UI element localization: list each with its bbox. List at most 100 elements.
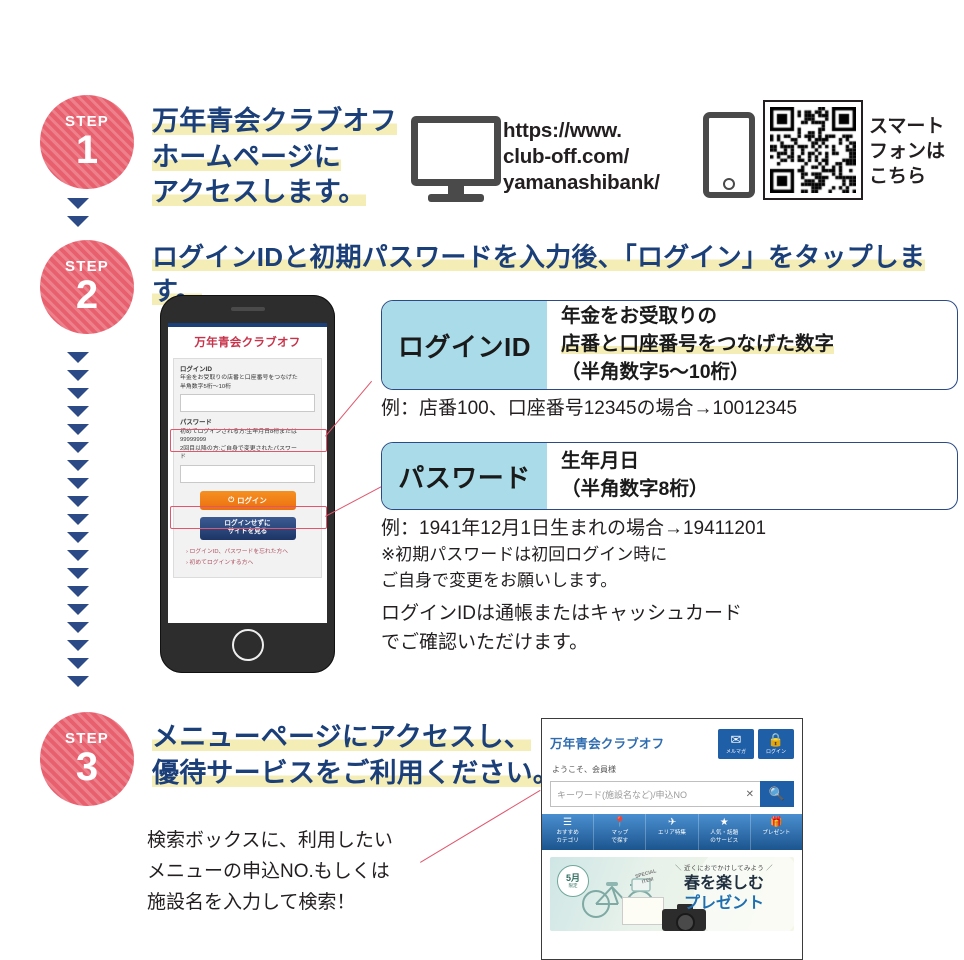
step-3-description: 検索ボックスに、利用したい メニューの申込NO.もしくは 施設名を入力して検索！ — [147, 826, 393, 918]
mockup-browse-label-2: サイトを見る — [227, 528, 268, 536]
power-icon: ⏻ — [228, 495, 235, 505]
connector-triangle — [67, 388, 89, 399]
mockup-password-input[interactable] — [180, 464, 315, 483]
mail-icon: ✉ — [730, 732, 742, 747]
loginid-lookup-note-line-2: でご確認いただけます。 — [381, 631, 589, 653]
connector-step1-step2 — [67, 198, 89, 234]
connector-triangle — [67, 604, 89, 615]
step-1-badge-word: STEP — [65, 113, 109, 130]
star-icon: ★ — [719, 817, 729, 828]
mockup-loginid-input[interactable] — [180, 394, 315, 413]
connector-triangle — [67, 478, 89, 489]
step-1-badge: STEP 1 — [40, 95, 134, 189]
banner-month-badge: 5月 限定 — [557, 865, 589, 898]
loginid-lookup-note-line-1: ログインIDは通帳またはキャッシュカード — [381, 603, 743, 624]
callout-loginid-example: 例：店番100、口座番号12345の場合→10012345 — [381, 398, 798, 419]
mockup-site-title: 万年青会クラブオフ — [194, 337, 301, 349]
connector-triangle — [67, 514, 89, 525]
envelope-illustration — [622, 897, 664, 926]
connector-triangle — [67, 586, 89, 597]
app-promo-banner[interactable]: 5月 限定 SPECIAL ITEM ＼ 近くにおでかけしてみよう ／ 春を楽し… — [550, 857, 794, 932]
callout-password-line-1: 生年月日 — [561, 450, 640, 473]
step-2-badge-number: 2 — [75, 273, 99, 317]
qr-code-canvas — [770, 107, 856, 193]
step-1-heading: 万年青会クラブオフ ホームページに アクセスします。 — [152, 104, 397, 211]
step-3-heading-line-1: メニューページにアクセスし、 — [152, 722, 531, 752]
mockup-firsttime-link-label: 初めてログインする方へ — [189, 559, 254, 566]
app-nav-item-popular[interactable]: ★ 人気・話題 のサービス — [699, 814, 751, 851]
connector-triangle — [67, 216, 89, 227]
app-nav-area-label-1: エリア特集 — [658, 830, 686, 836]
monitor-neck — [448, 186, 464, 194]
url-line-2: club-off.com/ — [503, 145, 630, 169]
list-icon: ☰ — [563, 817, 573, 828]
app-login-button-label: ログイン — [765, 749, 786, 755]
app-nav-item-area[interactable]: ✈ エリア特集 — [646, 814, 699, 851]
mockup-password-desc-1: 初めてログインされる方:生年月日8桁または — [180, 428, 297, 435]
app-brand: 万年青会クラブオフ — [550, 737, 665, 751]
step-1-badge-number: 1 — [75, 128, 99, 172]
mockup-login-button[interactable]: ⏻ ログイン — [199, 490, 296, 510]
app-search-button[interactable]: 🔍 — [760, 781, 794, 807]
smartphone-icon — [703, 112, 755, 198]
app-login-button[interactable]: 🔒 ログイン — [758, 729, 794, 759]
app-mail-button[interactable]: ✉ メルマガ — [718, 729, 754, 759]
mockup-loginid-desc-2: 半角数字5桁〜10桁 — [180, 383, 232, 390]
connector-triangle — [67, 442, 89, 453]
step-3-description-line-1: 検索ボックスに、利用したい — [147, 830, 393, 851]
app-nav-category-label-2: カテゴリ — [556, 837, 579, 844]
step-1-heading-line-3: アクセスします。 — [152, 177, 366, 208]
banner-sun-shape — [694, 857, 794, 932]
app-welcome-text: ようこそ、会員様 — [552, 765, 616, 774]
app-search-input[interactable]: キーワード(施設名など)/申込NO ✕ — [550, 781, 760, 807]
loginid-input-highlight — [170, 429, 327, 452]
mockup-help-links: › ログインID、パスワードを忘れた方へ › 初めてログインする方へ — [186, 547, 309, 569]
screen-top-bar — [168, 323, 327, 327]
step-3-badge-number: 3 — [75, 745, 99, 789]
connector-triangle — [67, 676, 89, 687]
app-nav-item-present[interactable]: 🎁 プレゼント — [751, 814, 802, 850]
url-line-3: yamanashibank/ — [503, 171, 660, 195]
banner-month: 5月 — [565, 872, 580, 883]
search-icon: 🔍 — [768, 786, 786, 801]
callout-loginid-body: 年金をお受取りの 店番と口座番号をつなげた数字 （半角数字5〜10桁） — [547, 301, 957, 389]
banner-subtitle-text: 近くにおでかけしてみよう — [683, 865, 765, 873]
callout-loginid-line-2: 店番と口座番号をつなげた数字 — [561, 333, 835, 356]
step-2-badge-word: STEP — [65, 258, 109, 275]
app-nav-item-category[interactable]: ☰ おすすめ カテゴリ — [542, 814, 595, 851]
connector-triangle — [67, 658, 89, 669]
app-nav: ☰ おすすめ カテゴリ 📍 マップ で探す ✈ エリア特集 ★ 人気・話題 のサ… — [542, 814, 802, 851]
close-icon[interactable]: ✕ — [745, 788, 754, 800]
mockup-forgot-link[interactable]: › ログインID、パスワードを忘れた方へ — [186, 548, 289, 555]
connector-triangle — [67, 568, 89, 579]
app-mockup: 万年青会クラブオフ ✉ メルマガ 🔒 ログイン ようこそ、会員様 キーワード(施… — [541, 718, 803, 960]
banner-text-block: ＼ 近くにおでかけしてみよう ／ 春を楽しむ プレゼント — [660, 863, 788, 912]
phone-mockup: 万年青会クラブオフ ログインID 年金をお受取りの店番と口座番号をつなげた 半角… — [160, 295, 335, 673]
callout-password-body: 生年月日 （半角数字8桁） — [547, 443, 957, 509]
app-header: 万年青会クラブオフ ✉ メルマガ 🔒 ログイン — [542, 719, 802, 759]
callout-loginid-line-3: （半角数字5〜10桁） — [561, 360, 750, 383]
step-3-heading-line-2: 優待サービスをご利用ください。 — [152, 757, 560, 788]
app-search-bar: キーワード(施設名など)/申込NO ✕ 🔍 — [542, 781, 802, 814]
step-2-badge: STEP 2 — [40, 240, 134, 334]
loginid-lookup-note: ログインIDは通帳またはキャッシュカード でご確認いただけます。 — [381, 600, 742, 657]
connector-triangle — [67, 424, 89, 435]
mockup-login-form: ログインID 年金をお受取りの店番と口座番号をつなげた 半角数字5桁〜10桁 パ… — [173, 358, 322, 578]
app-nav-map-label-1: マップ — [611, 830, 629, 836]
app-nav-item-map[interactable]: 📍 マップ で探す — [594, 814, 647, 851]
phone-home-button[interactable] — [231, 629, 264, 661]
app-search-placeholder: キーワード(施設名など)/申込NO — [557, 789, 687, 800]
connector-triangle — [67, 640, 89, 651]
app-nav-map-label-2: で探す — [611, 837, 629, 844]
pin-icon: 📍 — [613, 817, 627, 828]
callout-password-note-line-1: ※初期パスワードは初回ログイン時に — [381, 545, 668, 564]
callout-password: パスワード 生年月日 （半角数字8桁） — [381, 442, 958, 510]
mockup-forgot-link-label: ログインID、パスワードを忘れた方へ — [189, 548, 289, 555]
mockup-firsttime-link[interactable]: › 初めてログインする方へ — [186, 559, 254, 566]
callout-password-note: ※初期パスワードは初回ログイン時に ご自身で変更をお願いします。 — [381, 542, 667, 593]
connector-triangle — [67, 622, 89, 633]
app-nav-present-label-1: プレゼント — [762, 830, 791, 836]
banner-title-line-1: 春を楽しむ — [683, 875, 764, 893]
callout-password-title: パスワード — [382, 443, 547, 509]
monitor-icon — [411, 116, 501, 202]
